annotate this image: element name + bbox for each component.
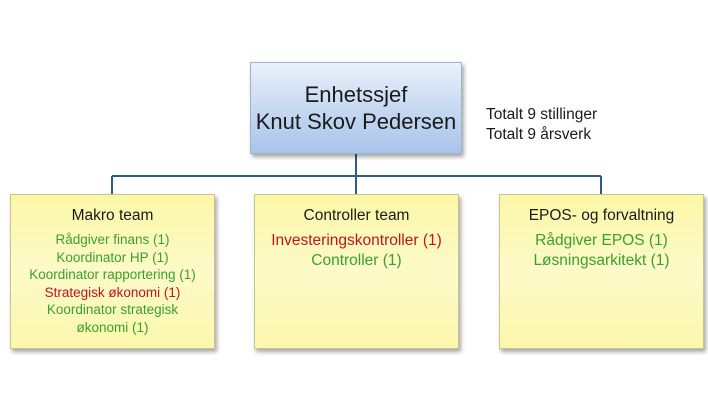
role-item: Investeringskontroller (1) (271, 232, 442, 249)
role-list: Rådgiver finans (1) Koordinator HP (1) Koo… (11, 231, 214, 336)
total-fte: Totalt 9 årsverk (486, 126, 592, 143)
role-item: økonomi (1) (76, 319, 149, 335)
role-list: Investeringskontroller (1) Controller (1) (255, 231, 458, 271)
manager-box: Enhetssjef Knut Skov Pedersen (250, 62, 462, 154)
role-item: Løsningsarkitekt (1) (533, 252, 670, 269)
total-positions: Totalt 9 stillinger (486, 106, 598, 123)
role-list: Rådgiver EPOS (1) Løsningsarkitekt (1) (500, 231, 703, 271)
team-box-makro: Makro team Rådgiver finans (1) Koordinato… (10, 194, 215, 349)
team-title: EPOS- og forvaltning (528, 207, 675, 224)
role-item: Koordinator rapportering (1) (29, 267, 196, 282)
manager-name: Knut Skov Pedersen (255, 109, 457, 134)
role-item: Rådgiver EPOS (1) (535, 232, 668, 249)
role-item: Controller (1) (311, 252, 402, 269)
role-item: Koordinator strategisk (46, 302, 179, 317)
team-box-controller: Controller team Investeringskontroller (… (254, 194, 459, 349)
team-box-epos: EPOS- og forvaltning Rådgiver EPOS (1) Lø… (499, 194, 704, 349)
team-title: Makro team (71, 207, 154, 224)
role-item: Koordinator HP (1) (56, 249, 169, 265)
manager-title: Enhetssjef (304, 82, 408, 107)
role-item: Rådgiver finans (1) (55, 232, 170, 247)
team-title: Controller team (303, 207, 410, 224)
totals: Totalt 9 stillinger Totalt 9 årsverk (486, 105, 597, 145)
role-item: Strategisk økonomi (1) (44, 284, 181, 300)
